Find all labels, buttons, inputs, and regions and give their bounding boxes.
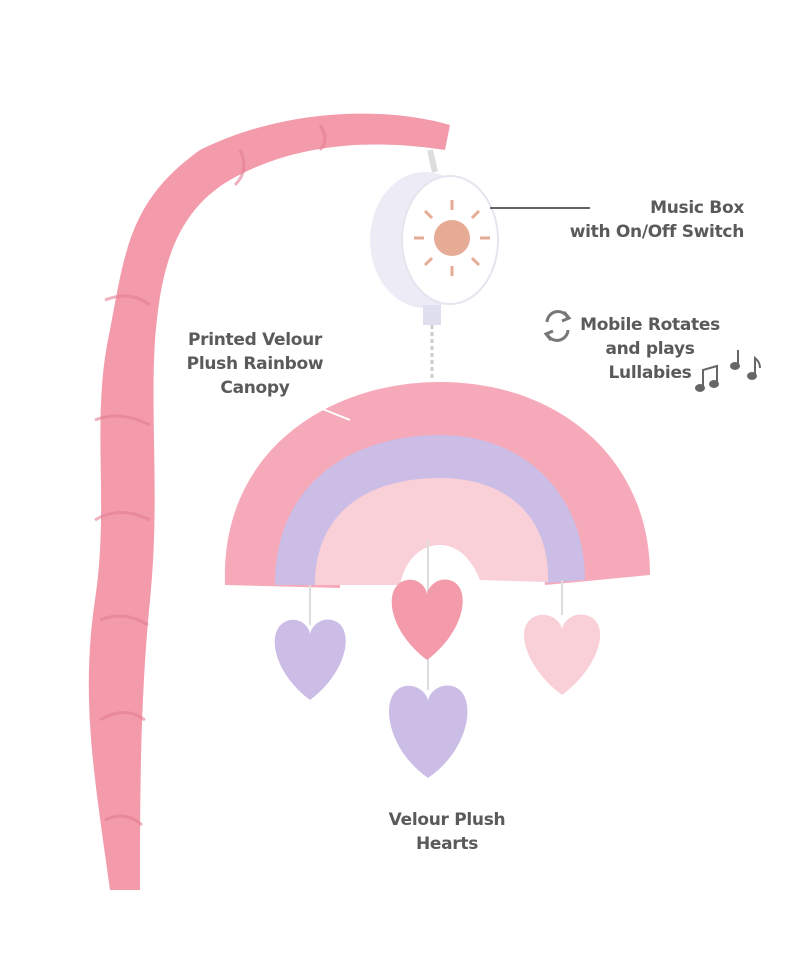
label-line: Lullabies: [608, 363, 692, 383]
label-line: Canopy: [220, 378, 290, 398]
label-line: Velour Plush: [388, 810, 506, 830]
rainbow-canopy: [224, 382, 650, 588]
label-line: Mobile Rotates: [580, 315, 720, 335]
label-line: Music Box: [650, 198, 744, 218]
plush-hearts: [274, 579, 601, 778]
label-line: Plush Rainbow: [186, 354, 324, 374]
crib-arm: [88, 113, 450, 890]
music-box-label: Music Box with On/Off Switch: [569, 196, 745, 244]
sun-icon: [414, 200, 490, 276]
label-line: and plays: [605, 339, 695, 359]
rotates-label: Mobile Rotates and plays Lullabies: [570, 313, 730, 385]
hearts-label: Velour Plush Hearts: [367, 808, 527, 856]
label-line: with On/Off Switch: [569, 222, 745, 242]
rotate-icon: [543, 310, 572, 342]
music-box: [370, 172, 499, 380]
canopy-label: Printed Velour Plush Rainbow Canopy: [175, 328, 335, 400]
label-line: Hearts: [415, 834, 479, 854]
music-notes-icon: [695, 350, 761, 392]
label-line: Printed Velour: [187, 330, 323, 350]
